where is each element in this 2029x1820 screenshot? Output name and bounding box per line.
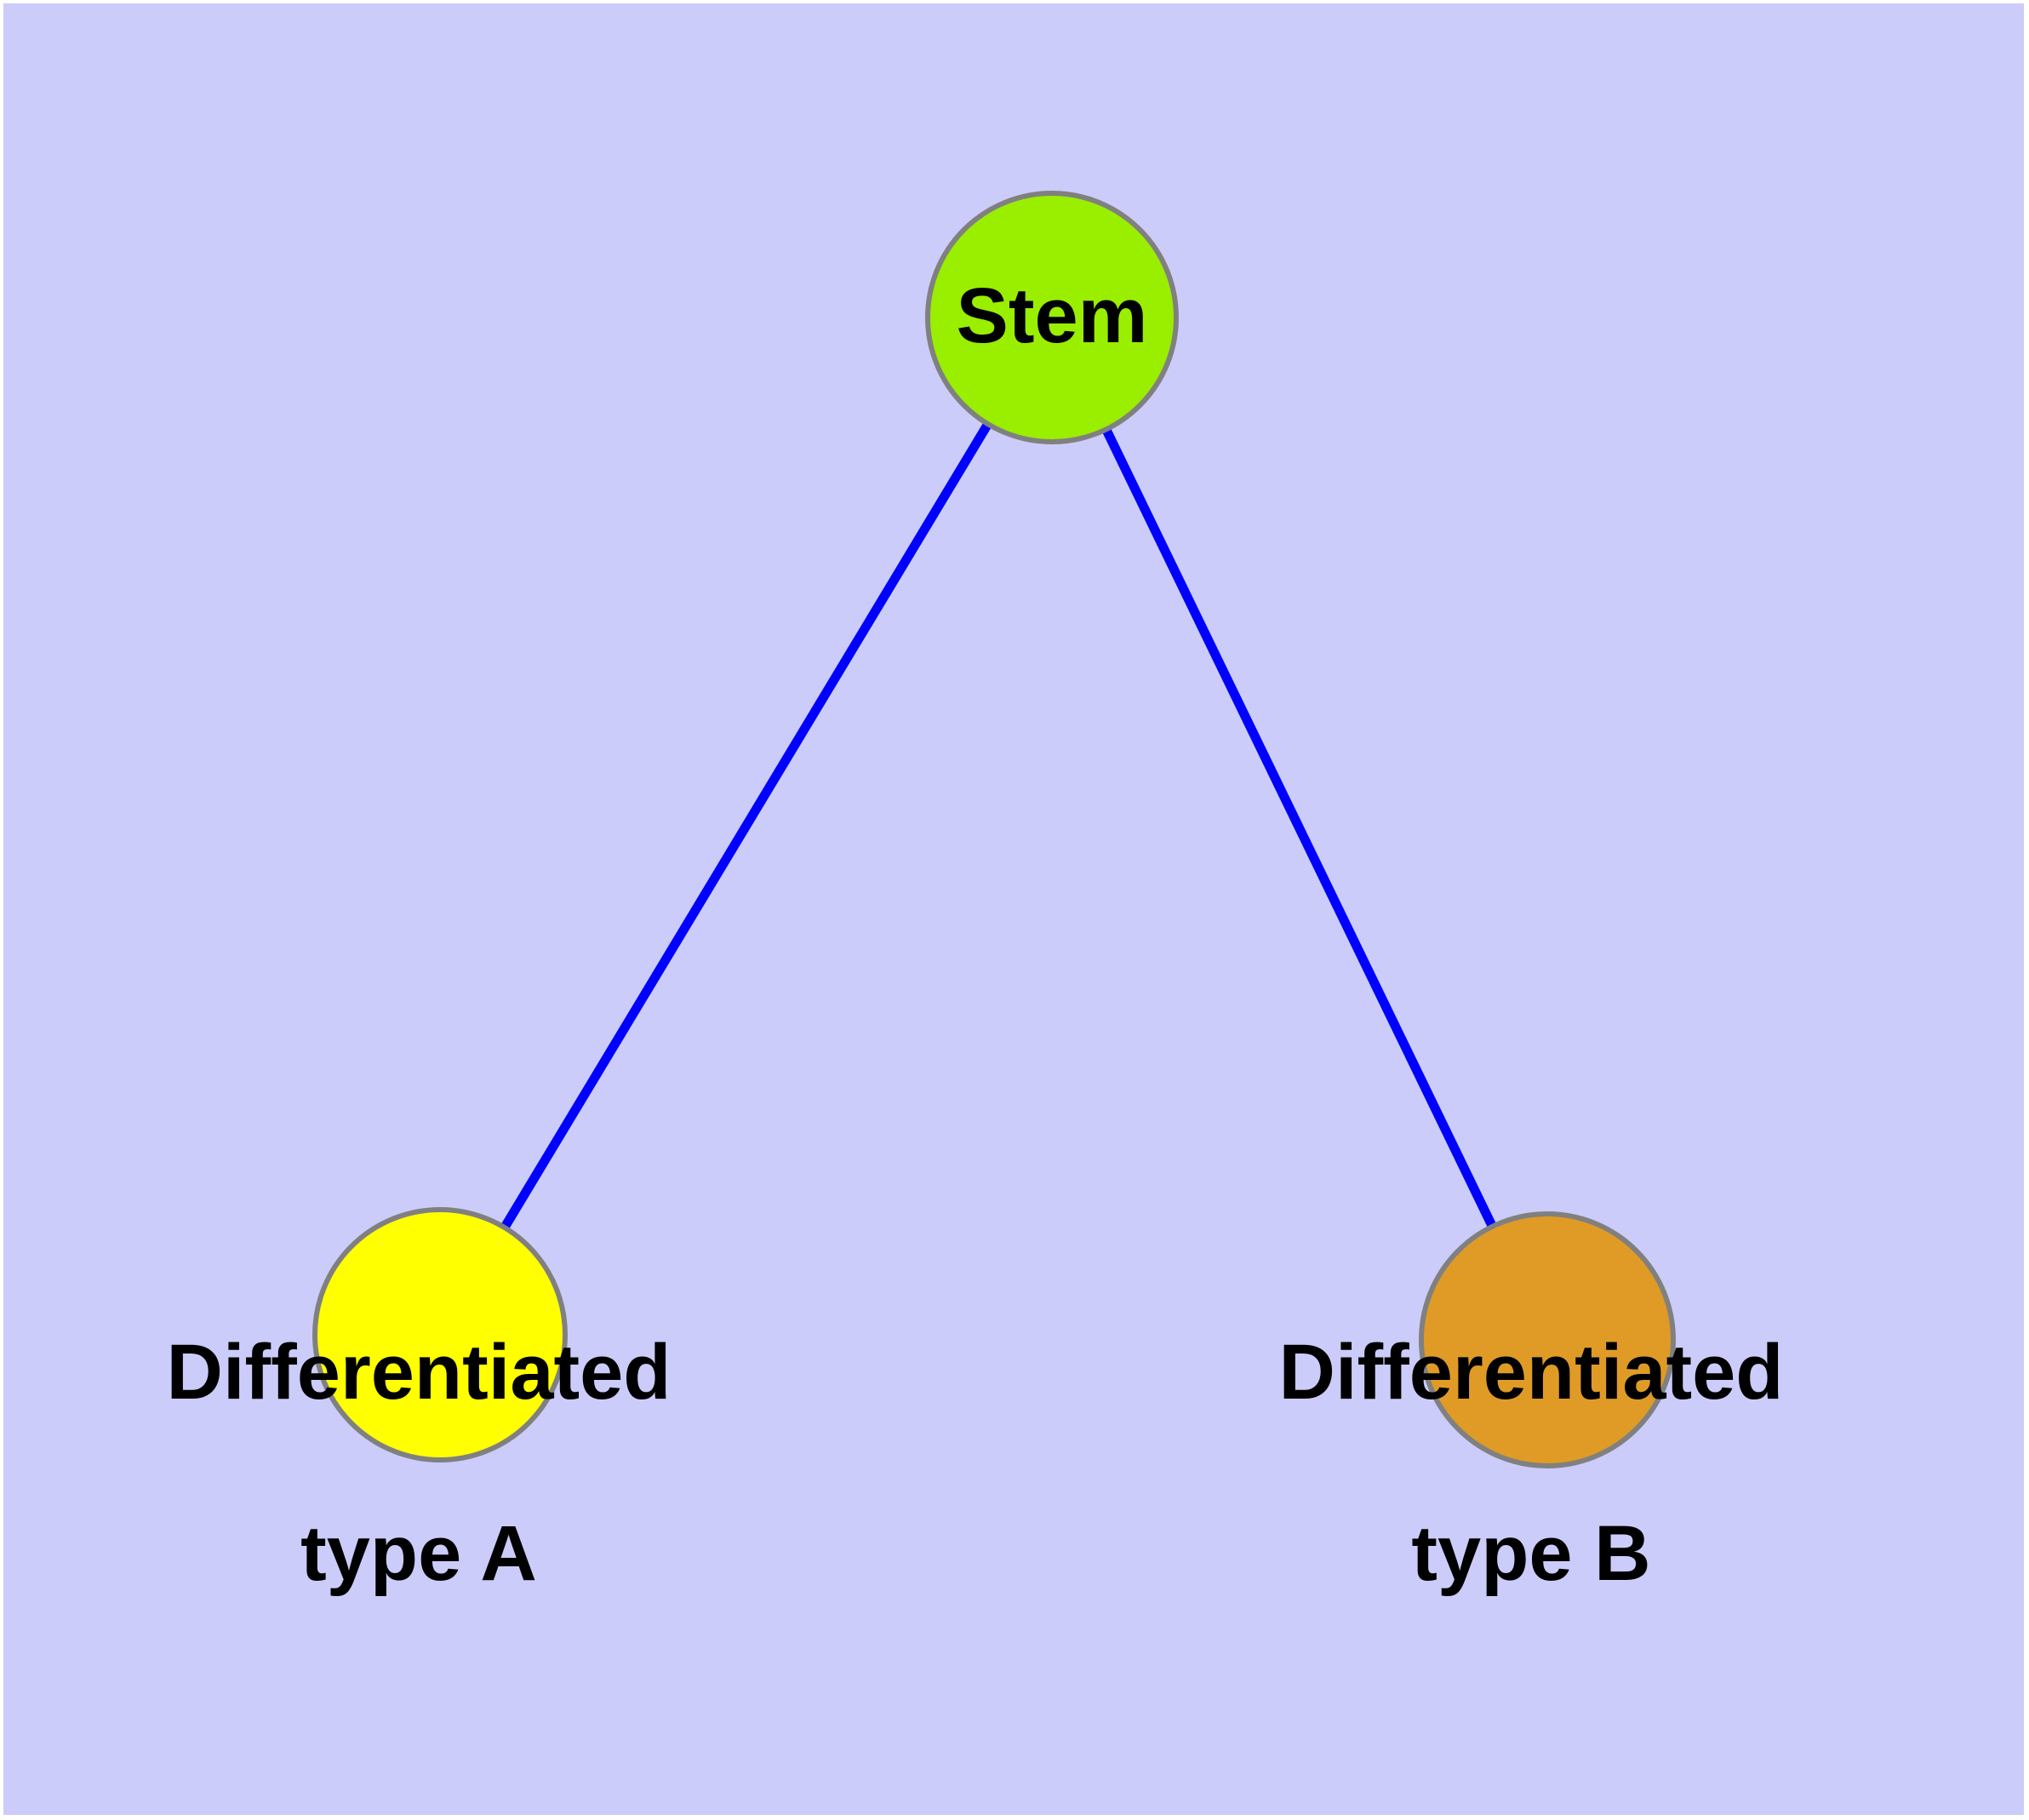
node-stem[interactable] [925, 191, 1179, 444]
node-differentiated-type-b[interactable] [1419, 1211, 1676, 1468]
node-differentiated-type-a[interactable] [312, 1207, 568, 1462]
edge-stem-to-differentiated-type-a[interactable] [436, 315, 1056, 1337]
node-layer [312, 191, 1676, 1468]
edge-layer [436, 315, 1552, 1342]
edge-stem-to-differentiated-type-b[interactable] [1048, 315, 1552, 1342]
